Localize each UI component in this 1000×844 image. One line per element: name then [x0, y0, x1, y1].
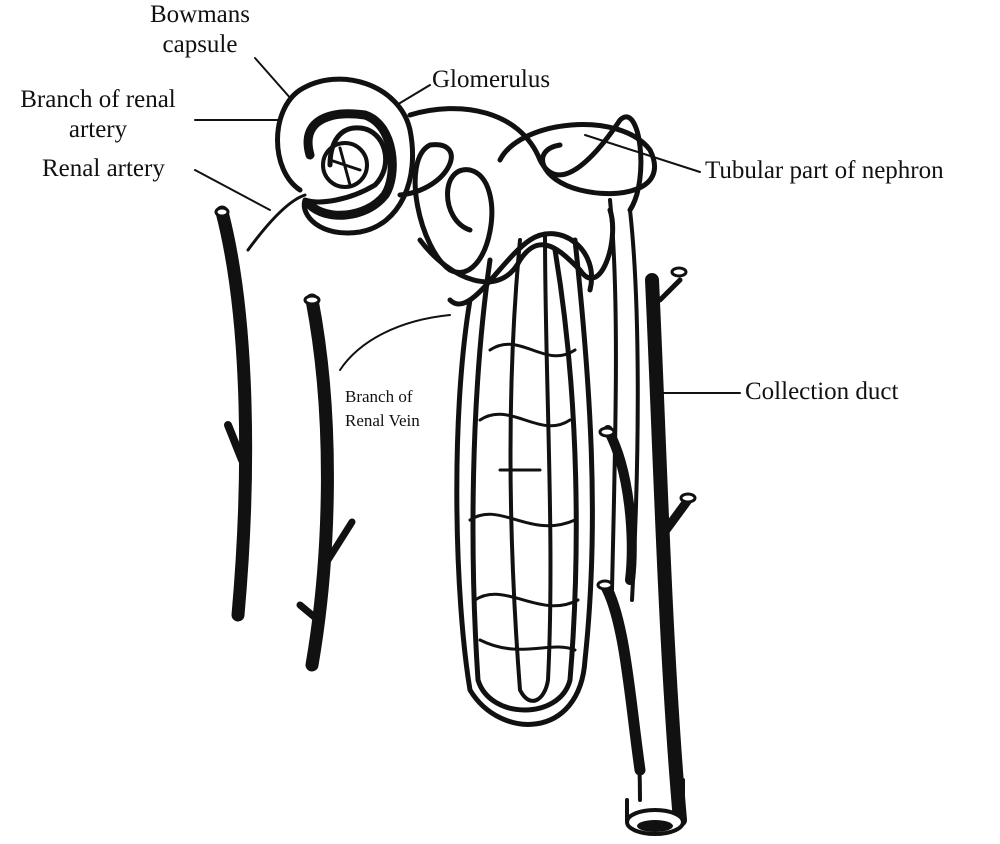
renal-artery [246, 193, 307, 252]
label-line: Renal Vein [345, 411, 420, 430]
label-renal-artery: Renal artery [42, 155, 165, 182]
label-line: capsule [162, 31, 238, 58]
label-line: Branch of renal [20, 86, 176, 113]
renal-vein-right [296, 293, 356, 672]
label-collection-duct: Collection duct [745, 378, 899, 405]
label-tubular-part: Tubular part of nephron [705, 157, 944, 184]
label-line: Branch of [345, 387, 413, 406]
label-glomerulus: Glomerulus [432, 66, 551, 93]
label-bowmans-capsule: Bowmans capsule [140, 0, 260, 60]
collection-duct [596, 266, 697, 836]
label-branch-renal-vein: Branch of Renal Vein [345, 385, 420, 433]
label-branch-renal-artery: Branch of renal artery [0, 85, 196, 145]
renal-vein-left [214, 205, 253, 622]
label-line: artery [68, 116, 128, 143]
label-line: Bowmans [150, 1, 250, 28]
tubular-part [397, 106, 658, 727]
bowmans-capsule [275, 76, 416, 236]
